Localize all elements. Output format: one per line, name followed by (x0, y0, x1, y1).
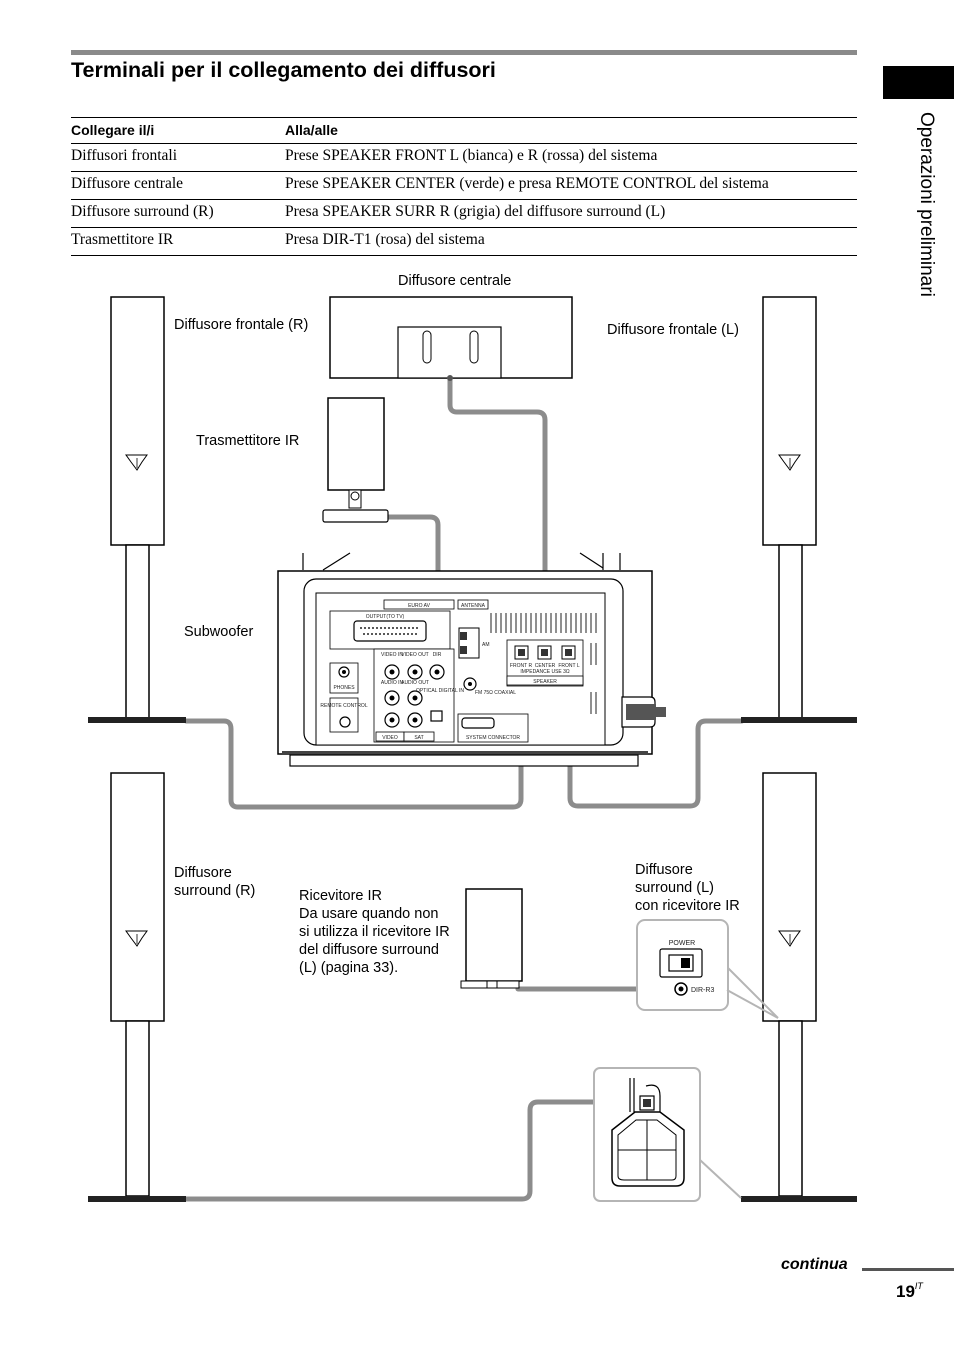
label-line: del diffusore surround (299, 942, 439, 958)
label-line: si utilizza il ricevitore IR (299, 924, 450, 940)
surround-r-speaker (88, 772, 186, 1202)
output-tv-label: OUTPUT(TO TV) (366, 614, 405, 620)
vent-grille (490, 613, 597, 714)
label-line: Ricevitore IR (299, 888, 382, 904)
front-l-cable (567, 647, 745, 809)
center-speaker-label: Diffusore centrale (398, 273, 512, 289)
ir-transmitter-cable (385, 514, 441, 673)
table-cell: Trasmettitore IR (71, 227, 285, 256)
page-language-suffix: IT (914, 1281, 923, 1291)
surround-r-label: Diffusore surround (R) (174, 864, 255, 900)
front-l-speaker (741, 296, 857, 723)
page-number: 19IT (896, 1281, 923, 1302)
table-header-row: Collegare il/i Alla/alle (71, 117, 857, 144)
scart-connector[interactable] (353, 620, 427, 642)
label-line: surround (L) (635, 880, 714, 896)
label-line: Diffusore (174, 865, 232, 881)
video-label: VIDEO (382, 735, 398, 741)
ir-receiver-label: Ricevitore IR Da usare quando non si uti… (299, 887, 450, 977)
table-cell: Diffusori frontali (71, 143, 285, 172)
phones-label: PHONES (333, 685, 355, 691)
video-out-label: VIDEO OUT (401, 652, 429, 658)
am-label: AM (482, 642, 490, 648)
video-in-label: VIDEO IN (381, 652, 403, 658)
speaker-label: SPEAKER (533, 679, 557, 685)
continued-label: continua (781, 1256, 848, 1273)
column-header: Alla/alle (285, 117, 857, 144)
subwoofer-label: Subwoofer (184, 624, 254, 640)
table-cell: Diffusore surround (R) (71, 199, 285, 228)
table-cell: Diffusore centrale (71, 171, 285, 200)
label-line: surround (R) (174, 883, 256, 899)
ir-transmitter (322, 397, 389, 523)
system-connector-port[interactable] (461, 717, 495, 729)
optical-label: OPTICAL DIGITAL IN (416, 688, 464, 694)
front-r-speaker (88, 296, 186, 723)
remote-control-jack[interactable] (339, 716, 351, 728)
table-row: Diffusore surround (R) Presa SPEAKER SUR… (71, 199, 857, 228)
page-title: Terminali per il collegamento dei diffus… (71, 58, 496, 82)
label-line: Da usare quando non (299, 906, 439, 922)
label-line: con ricevitore IR (635, 898, 740, 914)
impedance-label: IMPEDANCE USE 3Ω (520, 669, 570, 675)
top-rule (71, 50, 857, 55)
system-connector-label: SYSTEM CONNECTOR (466, 735, 520, 741)
section-tab-marker (883, 66, 954, 99)
subwoofer-unit: EURO AV OUTPUT(TO TV) ANTENNA AM FM 75Ω … (277, 552, 666, 767)
front-l-terminal-label: FRONT L (558, 663, 580, 669)
table-row: Trasmettitore IR Presa DIR-T1 (rosa) del… (71, 227, 857, 256)
center-speaker (329, 296, 573, 381)
center-terminal-label: CENTER (535, 663, 556, 669)
front-r-speaker-label: Diffusore frontale (R) (174, 317, 309, 333)
front-r-terminal-label: FRONT R (510, 663, 533, 669)
label-line: Diffusore (635, 862, 693, 878)
fm-label: FM 75Ω COAXIAL (475, 690, 516, 696)
euro-av-label: EURO AV (408, 603, 431, 609)
antenna-label: ANTENNA (461, 603, 486, 609)
table-cell: Presa DIR-T1 (rosa) del sistema (285, 227, 857, 256)
table-cell: Prese SPEAKER FRONT L (bianca) e R (ross… (285, 143, 857, 172)
column-header: Collegare il/i (71, 117, 285, 144)
center-speaker-cable (447, 375, 548, 653)
ir-transmitter-label: Trasmettitore IR (196, 433, 300, 449)
audio-out-label: AUDIO OUT (401, 680, 429, 686)
sat-label: SAT (414, 735, 423, 741)
table-cell: Presa SPEAKER SURR R (grigia) del diffus… (285, 199, 857, 228)
remote-control-label: REMOTE CONTROL (320, 703, 367, 709)
surround-l-panel: POWER DIR-R3 (636, 919, 779, 1019)
audio-in-label: AUDIO IN (381, 680, 404, 686)
label-line: (L) (pagina 33). (299, 960, 399, 976)
optical-jack[interactable] (430, 710, 443, 722)
ir-receiver (460, 888, 523, 989)
front-l-speaker-label: Diffusore frontale (L) (607, 322, 739, 338)
surround-r-cable (183, 1099, 643, 1202)
connection-table: Collegare il/i Alla/alle Diffusori front… (71, 117, 857, 256)
surround-l-speaker (741, 772, 857, 1202)
power-label: POWER (669, 940, 695, 947)
surround-l-label: Diffusore surround (L) con ricevitore IR (635, 861, 740, 915)
power-cord (626, 704, 656, 720)
table-cell: Prese SPEAKER CENTER (verde) e presa REM… (285, 171, 857, 200)
dir-r3-label: DIR-R3 (691, 987, 714, 994)
table-row: Diffusore centrale Prese SPEAKER CENTER … (71, 171, 857, 200)
table-row: Diffusori frontali Prese SPEAKER FRONT L… (71, 143, 857, 172)
dir-label: DIR (433, 652, 442, 658)
continued-rule (862, 1268, 954, 1271)
page-number-value: 19 (896, 1282, 915, 1301)
surround-terminal-inset (593, 1067, 742, 1202)
